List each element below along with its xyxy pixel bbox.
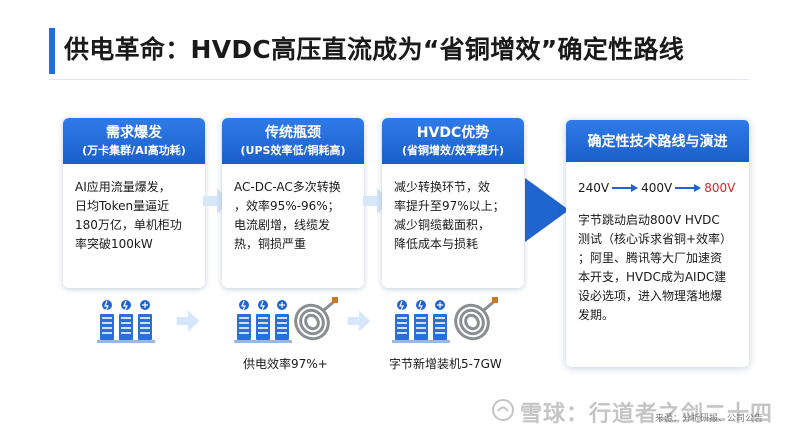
watermark-text: 雪球：行道者之剑二十四 — [520, 402, 774, 427]
server-rack-icon — [234, 300, 292, 343]
card-line: 热，铜损严重 — [234, 237, 307, 251]
cable-coil-icon — [294, 297, 338, 341]
card-subheading: (UPS效率低/铜耗高) — [240, 144, 346, 157]
card-line: 发期。 — [578, 308, 615, 322]
source-note: 来源：分析研报、公司公告 — [655, 414, 764, 424]
cable-coil-icon — [454, 297, 498, 341]
caption-bytedance: 字节新增装机5-7GW — [389, 357, 502, 371]
title-divider — [49, 79, 749, 80]
card-heading: 传统瓶颈 — [265, 125, 321, 141]
card-line: 测试（核心诉求省铜+效率） — [578, 232, 733, 246]
voltage-400: 400V — [641, 181, 673, 195]
card-line: 降低成本与损耗 — [394, 237, 479, 251]
card-line: 减少转换环节，效 — [394, 180, 491, 194]
card-body: 减少转换环节，效 率提升至97%以上； 减少铜缆截面积， 降低成本与损耗 — [382, 164, 524, 254]
caption-efficiency: 供电效率97%+ — [243, 357, 328, 371]
card-line: AI应用流量爆发， — [75, 180, 171, 194]
card-header: 传统瓶颈 (UPS效率低/铜耗高) — [222, 118, 364, 164]
title-accent-bar — [49, 28, 55, 74]
watermark-logo-icon — [492, 399, 514, 421]
arrow-right-icon — [675, 184, 702, 192]
card-heading: HVDC优势 — [416, 125, 490, 141]
flow-arrow-icon — [347, 310, 371, 332]
card-body: AC-DC-AC多次转换 ，效率95%-96%； 电流剧增，线缆发 热，铜损严重 — [222, 164, 364, 254]
voltage-evolution: 240V 400V 800V — [578, 178, 748, 198]
card-subheading: (省铜增效/效率提升) — [401, 144, 505, 157]
card-line: 180万亿，单机柜功 — [75, 218, 182, 232]
card-body: AI应用流量爆发， 日均Token量逼近 180万亿，单机柜功 率突破100kW — [63, 164, 205, 254]
card-line: ；阿里、腾讯等大厂加速资 — [578, 251, 723, 265]
card-line: 率突破100kW — [75, 237, 153, 251]
card-bottleneck: 传统瓶颈 (UPS效率低/铜耗高) AC-DC-AC多次转换 ，效率95%-96… — [222, 118, 364, 288]
card-header: HVDC优势 (省铜增效/效率提升) — [382, 118, 524, 164]
card-header: 需求爆发 (万卡集群/AI高功耗) — [63, 118, 205, 164]
card-line: 字节跳动启动800V HVDC — [578, 213, 720, 227]
server-rack-icon — [97, 300, 155, 343]
card-line: 减少铜缆截面积， — [394, 218, 491, 232]
voltage-240: 240V — [578, 181, 610, 195]
card-heading: 确定性技术路线与演进 — [566, 120, 749, 162]
card-demand: 需求爆发 (万卡集群/AI高功耗) AI应用流量爆发， 日均Token量逼近 1… — [63, 118, 205, 288]
big-flow-arrow-icon — [525, 178, 569, 242]
card-line: ，效率95%-96%； — [234, 199, 340, 213]
card-line: 设必选项，进入物理落地爆 — [578, 289, 723, 303]
card-line: 日均Token量逼近 — [75, 199, 170, 213]
card-line: 本开支，HVDC成为AIDC建 — [578, 270, 727, 284]
card-hvdc-advantage: HVDC优势 (省铜增效/效率提升) 减少转换环节，效 率提升至97%以上； 减… — [382, 118, 524, 288]
card-body: 字节跳动启动800V HVDC 测试（核心诉求省铜+效率） ；阿里、腾讯等大厂加… — [578, 211, 744, 325]
card-roadmap: 确定性技术路线与演进 240V 400V 800V 字节跳动启动800V HVD… — [566, 120, 749, 367]
arrow-right-icon — [612, 184, 639, 192]
page-title: 供电革命：HVDC高压直流成为“省铜增效”确定性路线 — [64, 35, 685, 64]
card-heading: 需求爆发 — [106, 125, 162, 141]
card-line: 电流剧增，线缆发 — [234, 218, 331, 232]
card-subheading: (万卡集群/AI高功耗) — [82, 144, 186, 157]
voltage-800: 800V — [704, 181, 736, 195]
card-line: AC-DC-AC多次转换 — [234, 180, 341, 194]
flow-arrow-icon — [176, 310, 200, 332]
server-rack-icon — [392, 300, 450, 343]
card-line: 率提升至97%以上； — [394, 199, 505, 213]
